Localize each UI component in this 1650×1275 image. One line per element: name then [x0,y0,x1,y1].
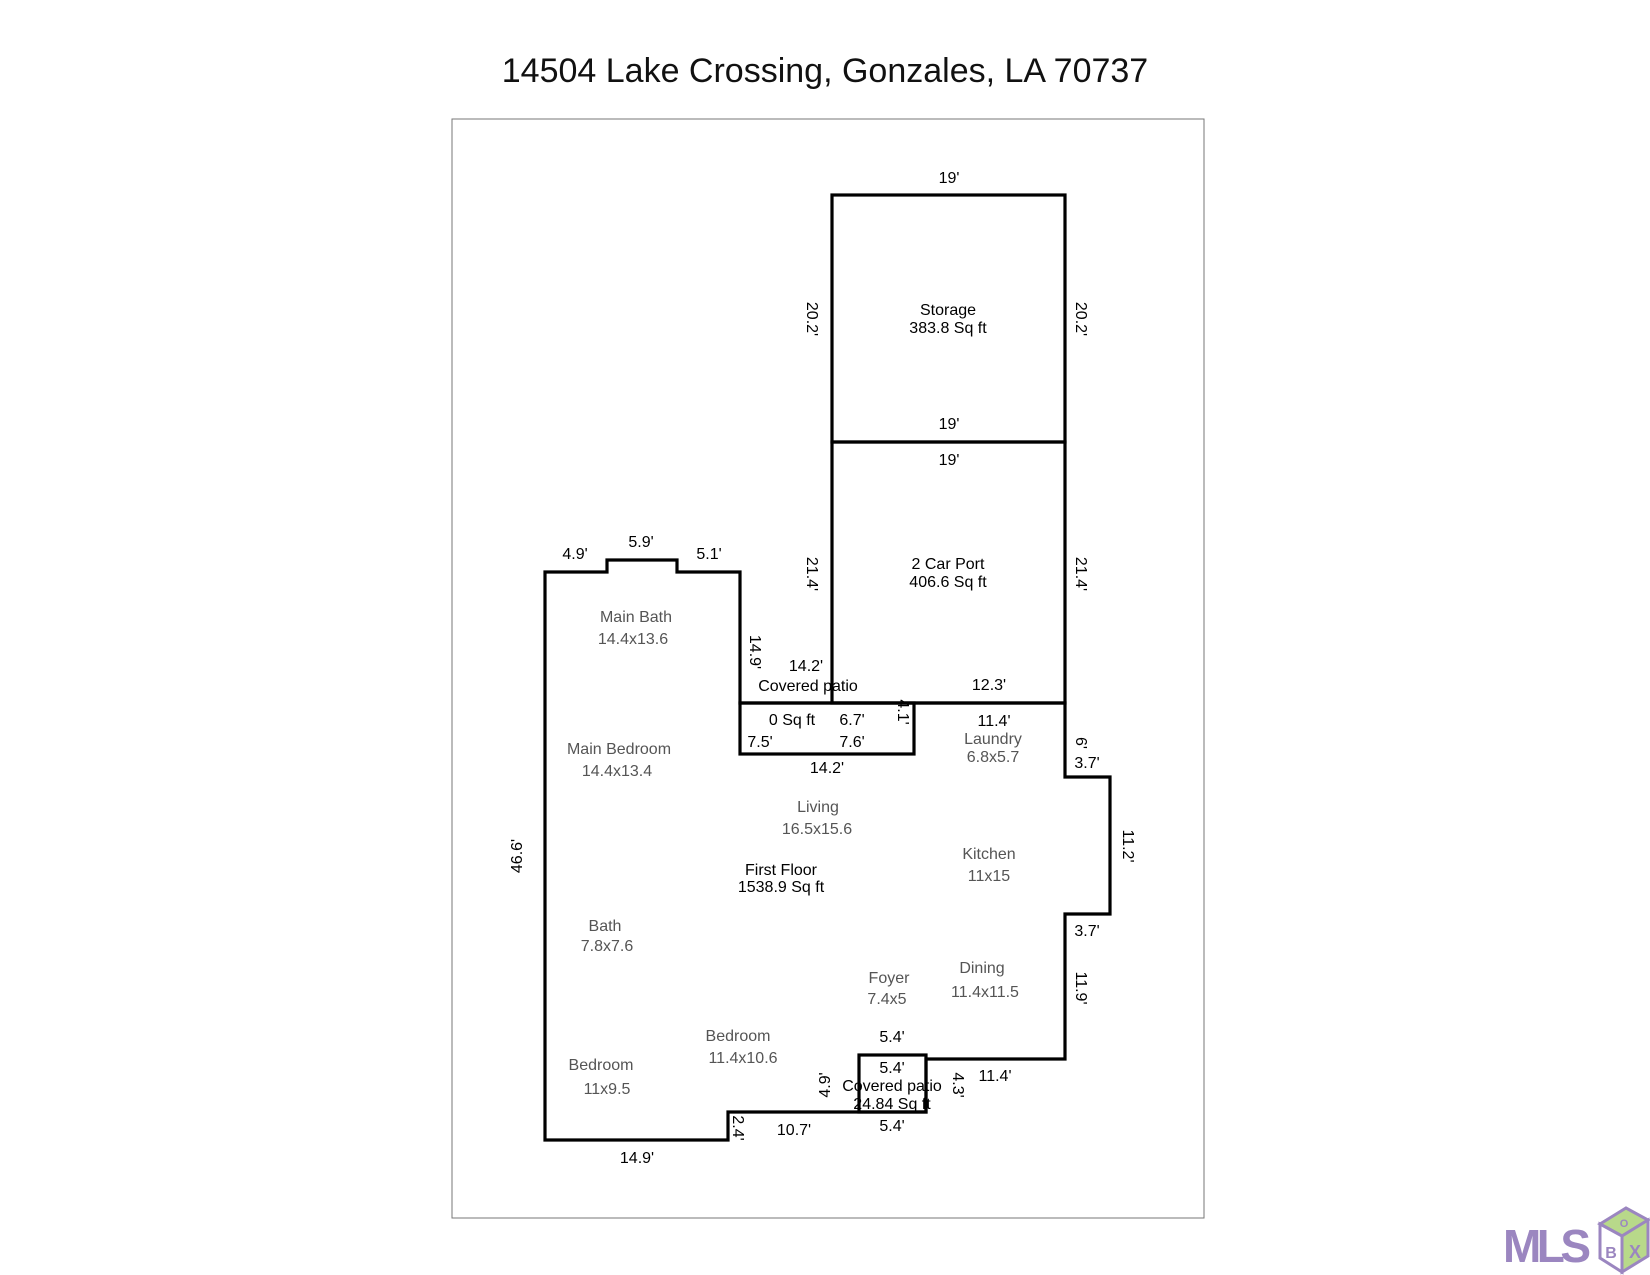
logo-cube-icon: B X O [1597,1206,1650,1275]
dim-label: 5.4' [879,1060,904,1077]
room-living-size: 16.5x15.6 [782,821,852,838]
dim-label: 3.7' [1074,923,1099,940]
dim-label: 20.2' [1072,302,1089,336]
dim-label: 4.9' [562,546,587,563]
covered-patio-top-outline [738,701,916,756]
room-bedroom-size: 11.4x10.6 [708,1050,777,1067]
dim-label: 14.9' [746,635,763,669]
dim-label: 19' [939,416,960,433]
room-main-bedroom: Main Bedroom [567,741,671,758]
room-bath: Bath [589,918,622,935]
dim-label: 10.7' [777,1122,811,1139]
dim-label: 14.2' [810,760,844,777]
room-main-bath-size: 14.4x13.6 [598,631,668,648]
dim-label: 11.9' [1072,971,1089,1004]
room-bedroom-size: 11x9.5 [584,1081,631,1098]
dim-label: 5.1' [696,546,721,563]
carport-label: 2 Car Port [912,556,985,573]
first-floor-label: First Floor [745,862,818,879]
room-kitchen: Kitchen [962,846,1015,863]
dim-label: 4.1' [894,699,911,724]
storage-area: 383.8 Sq ft [909,320,987,337]
patio-bottom-area: 24.84 Sq ft [853,1096,931,1113]
patio-top-label: Covered patio [758,678,858,695]
dim-label: 6' [1072,737,1089,749]
room-dining: Dining [959,960,1004,977]
covered-patio-bottom-outline [857,1053,928,1114]
dim-label: 11.4' [978,1068,1011,1085]
room-dining-size: 11.4x11.5 [951,984,1019,1001]
dim-label: 20.2' [803,302,820,336]
room-main-bedroom-size: 14.4x13.4 [582,763,652,780]
room-main-bath: Main Bath [600,609,672,626]
carport-area: 406.6 Sq ft [909,574,987,591]
storage-label: Storage [920,302,976,319]
dim-label: 5.9' [628,534,653,551]
room-laundry: Laundry [964,731,1022,748]
dim-label: 6.7' [839,712,864,729]
patio-bottom-label: Covered patio [842,1078,942,1095]
svg-text:B: B [1605,1245,1617,1262]
logo-mls-text: MLS [1503,1220,1591,1272]
first-floor-outline [543,558,1112,1142]
svg-text:X: X [1629,1242,1641,1262]
dim-label: 19' [939,170,960,187]
dim-label: 4.3' [949,1072,966,1097]
dim-label: 21.4' [1072,557,1089,591]
dim-label: 7.5' [747,734,772,751]
mls-box-logo: MLS B X O [1503,1206,1650,1275]
dim-label: 14.9' [620,1150,654,1167]
dim-label: 14.2' [789,658,823,675]
dim-label: 19' [939,452,960,469]
room-bedroom: Bedroom [569,1057,634,1074]
room-kitchen-size: 11x15 [968,868,1011,885]
room-bedroom: Bedroom [706,1028,771,1045]
dim-label: 5.4' [879,1029,904,1046]
plan-frame [451,118,1205,1219]
dim-label: 7.6' [839,734,864,751]
first-floor-area: 1538.9 Sq ft [738,879,825,896]
dim-label: 4.9' [817,1072,834,1097]
room-living: Living [797,799,839,816]
patio-top-area: 0 Sq ft [769,712,816,729]
dim-label: 5.4' [879,1118,904,1135]
dim-label: 12.3' [972,677,1006,694]
dim-label: 21.4' [803,557,820,591]
room-foyer-size: 7.4x5 [867,991,906,1008]
room-bath-size: 7.8x7.6 [581,938,634,955]
dim-label: 3.7' [1074,755,1099,772]
dim-label: 11.4' [977,713,1010,730]
property-address-title: 14504 Lake Crossing, Gonzales, LA 70737 [501,52,1149,90]
dim-label: 11.2' [1119,829,1136,862]
svg-text:O: O [1620,1218,1629,1230]
room-foyer: Foyer [869,970,911,987]
room-laundry-size: 6.8x5.7 [967,749,1020,766]
dim-label: 2.4' [729,1115,746,1140]
dim-label: 46.6' [509,839,526,873]
